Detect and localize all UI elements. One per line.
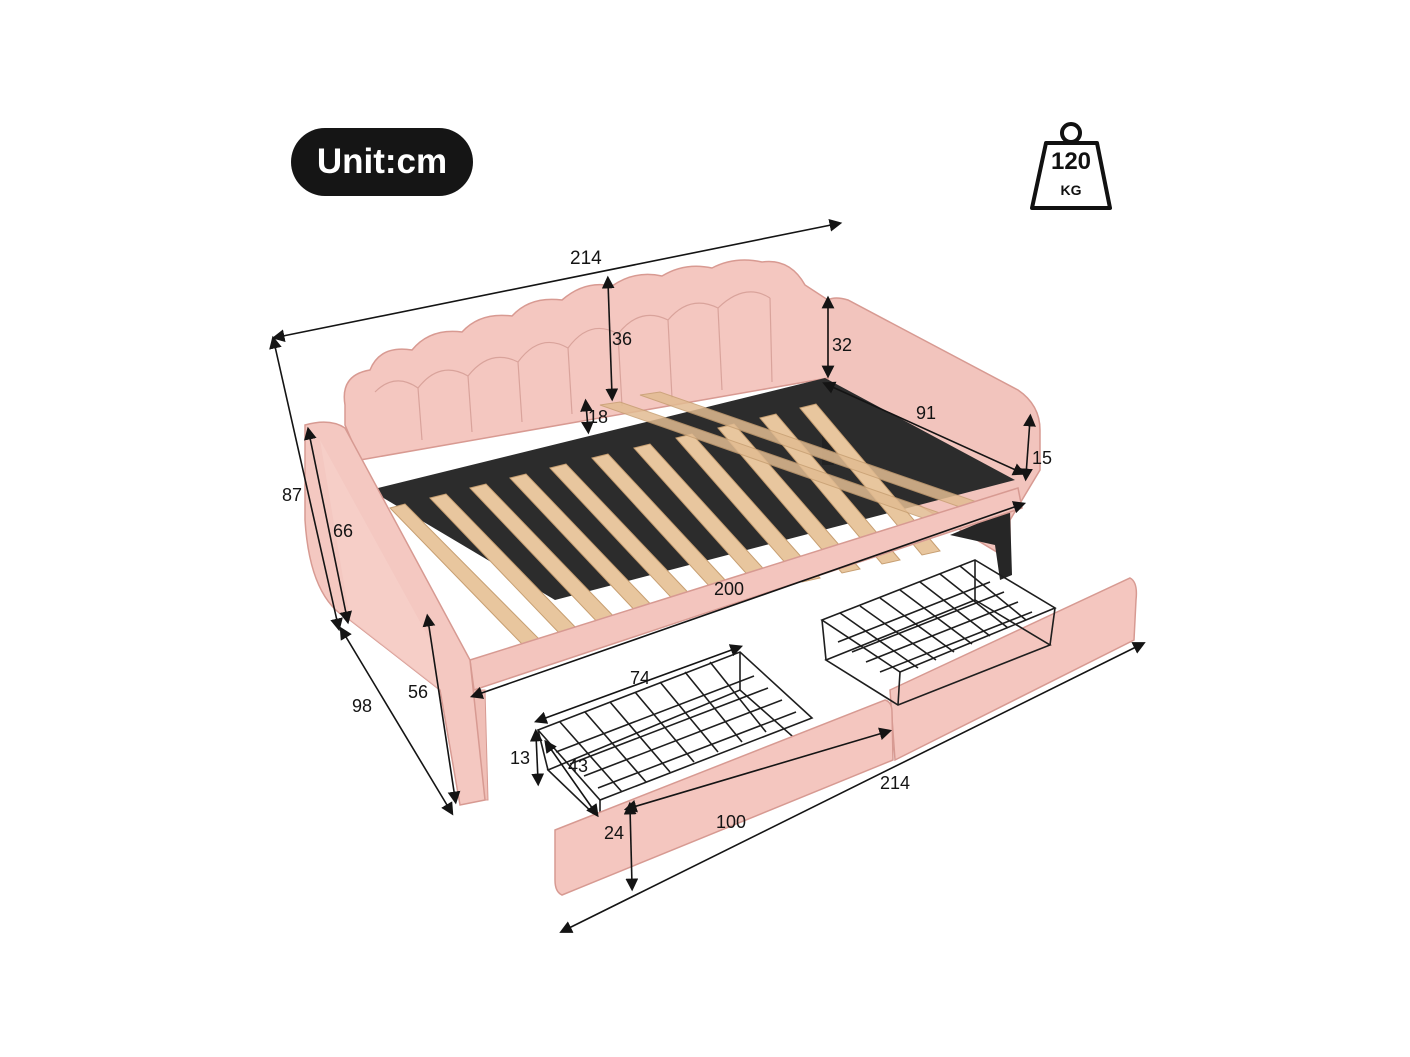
dim-slat-length: 200	[714, 579, 745, 599]
dim-drawer-length: 100	[716, 812, 747, 832]
dim-basket-depth: 43	[568, 756, 589, 776]
dim-total-length: 214	[570, 248, 602, 269]
dim-total-depth: 98	[352, 696, 373, 716]
dimension-lines	[269, 218, 1146, 933]
dim-side-panel-top: 32	[832, 335, 853, 355]
dim-total-height: 87	[282, 485, 303, 505]
drawer-left	[536, 651, 894, 896]
weight-icon	[1030, 122, 1112, 210]
dim-side-rail: 15	[1032, 448, 1053, 468]
dim-headboard-scallop: 36	[612, 329, 633, 349]
weight-capacity-value: 120	[1050, 148, 1092, 175]
dim-front-arm-height: 56	[408, 682, 429, 702]
dim-drawer-total-length: 214	[880, 773, 911, 793]
dim-drawer-front-height: 24	[604, 823, 625, 843]
dim-arm-height: 66	[333, 521, 354, 541]
dim-rail-height: 18	[588, 407, 609, 427]
dim-inner-width: 91	[916, 403, 937, 423]
dim-basket-width: 74	[630, 668, 651, 688]
unit-badge: Unit:cm	[291, 128, 473, 196]
weight-capacity-unit: KG	[1060, 182, 1082, 198]
dim-basket-height: 13	[510, 748, 531, 768]
